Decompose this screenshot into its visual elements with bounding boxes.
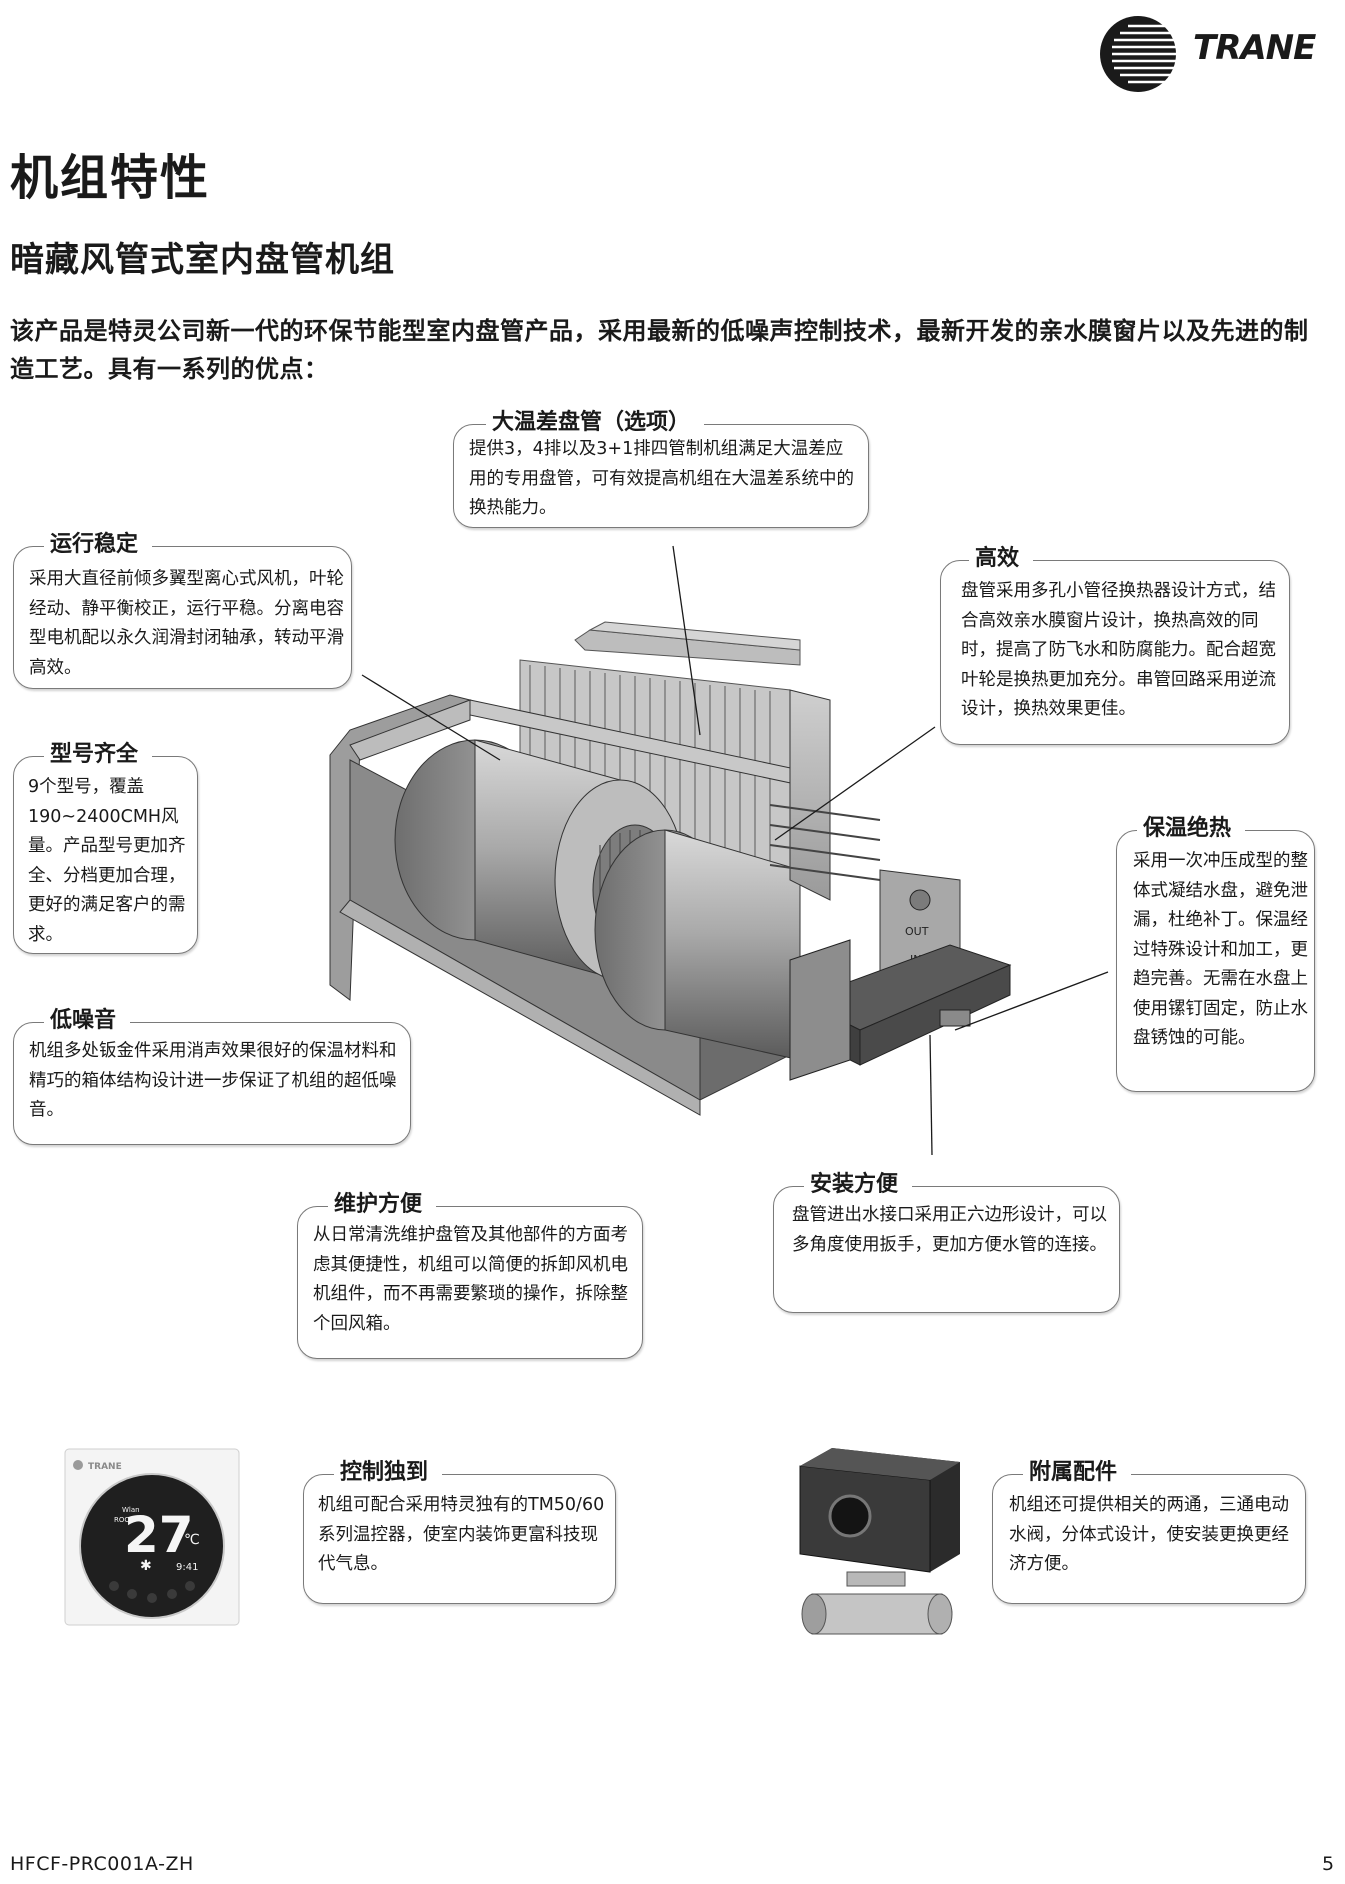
callout-control: 控制独到 机组可配合采用特灵独有的TM50/60系列温控器，使室内装饰更富科技现…	[303, 1459, 616, 1604]
valve-out-label: OUT	[905, 925, 929, 938]
coil-headers	[769, 689, 881, 901]
thermostat-time: 9:41	[176, 1562, 198, 1573]
callout-install: 安装方便 盘管进出水接口采用正六边形设计，可以多角度使用扳手，更加方便水管的连接…	[773, 1171, 1120, 1313]
thermostat-logo-icon	[73, 1460, 83, 1470]
trane-logo: TRANE	[1098, 14, 1333, 94]
motorized-valve-image	[799, 1448, 960, 1635]
callout-accessories-body: 机组还可提供相关的两通，三通电动水阀，分体式设计，使安装更换更经济方便。	[1009, 1495, 1289, 1574]
callout-stable-body: 采用大直径前倾多翼型离心式风机，叶轮经动、静平衡校正，运行平稳。分离电容型电机配…	[29, 569, 344, 678]
thermostat-mode: ROOM	[114, 1516, 136, 1524]
page-subtitle: 暗藏风管式室内盘管机组	[10, 240, 395, 280]
brand-name: TRANE	[1193, 28, 1316, 68]
leader-lines	[361, 545, 1109, 1156]
thermostat-unit: ℃	[184, 1532, 200, 1548]
callout-efficient-title: 高效	[969, 545, 1034, 573]
fan-icon: ✱	[140, 1558, 152, 1574]
callout-install-body: 盘管进出水接口采用正六边形设计，可以多角度使用扳手，更加方便水管的连接。	[792, 1205, 1107, 1255]
callout-install-title: 安装方便	[804, 1171, 913, 1199]
callout-maintenance-body: 从日常清洗维护盘管及其他部件的方面考虑其便捷性，机组可以简便的拆卸风机电机组件，…	[313, 1225, 628, 1334]
callout-low-noise-body: 机组多处钣金件采用消声效果很好的保温材料和精巧的箱体结构设计进一步保证了机组的超…	[29, 1041, 397, 1120]
callout-temp-diff-body: 提供3，4排以及3+1排四管制机组满足大温差应用的专用盘管，可有效提高机组在大温…	[469, 439, 854, 518]
thermostat-wifi: Wlan	[122, 1506, 140, 1514]
callout-accessories: 附属配件 机组还可提供相关的两通，三通电动水阀，分体式设计，使安装更换更经济方便…	[992, 1459, 1306, 1604]
trane-logo-icon	[1100, 16, 1178, 92]
callout-low-noise-title: 低噪音	[44, 1007, 131, 1035]
callout-temp-diff-title: 大温差盘管（选项）	[486, 409, 705, 437]
page-title: 机组特性	[10, 150, 211, 206]
callout-models-title: 型号齐全	[44, 741, 153, 769]
blower-wheels	[394, 739, 801, 1061]
thermostat-image: TRANE 27 ℃ ROOM Wlan 9:41 ✱	[64, 1448, 240, 1626]
document-code: HFCF-PRC001A-ZH	[10, 1853, 194, 1875]
thermostat-brand: TRANE	[88, 1462, 122, 1472]
page-number: 5	[1322, 1853, 1335, 1875]
thermostat-temp: 27	[124, 1506, 194, 1564]
callout-efficient-body: 盘管采用多孔小管径换热器设计方式，结合高效亲水膜窗片设计，换热高效的同时，提高了…	[961, 581, 1276, 719]
callout-accessories-title: 附属配件	[1023, 1459, 1132, 1487]
callout-low-noise: 低噪音 机组多处钣金件采用消声效果很好的保温材料和精巧的箱体结构设计进一步保证了…	[13, 1007, 411, 1145]
valve-knob-icon	[828, 1494, 872, 1538]
callout-temp-diff: 大温差盘管（选项） 提供3，4排以及3+1排四管制机组满足大温差应用的专用盘管，…	[453, 409, 869, 528]
control-box	[789, 939, 851, 1081]
callout-stable-title: 运行稳定	[44, 531, 153, 559]
callout-stable: 运行稳定 采用大直径前倾多翼型离心式风机，叶轮经动、静平衡校正，运行平稳。分离电…	[13, 531, 352, 689]
callout-insulation: 保温绝热 采用一次冲压成型的整体式凝结水盘，避免泄漏，杜绝补丁。保温经过特殊设计…	[1116, 815, 1315, 1092]
callout-efficient: 高效 盘管采用多孔小管径换热器设计方式，结合高效亲水膜窗片设计，换热高效的同时，…	[940, 545, 1290, 745]
callout-models: 型号齐全 9个型号，覆盖190~2400CMH风量。产品型号更加齐全、分档更加合…	[13, 741, 198, 954]
callout-control-title: 控制独到	[334, 1459, 443, 1487]
thermostat-buttons	[109, 1581, 195, 1603]
callout-insulation-title: 保温绝热	[1137, 815, 1246, 843]
callout-models-body: 9个型号，覆盖190~2400CMH风量。产品型号更加齐全、分档更加合理，更好的…	[28, 777, 186, 945]
callout-maintenance-title: 维护方便	[328, 1191, 437, 1219]
intro-paragraph: 该产品是特灵公司新一代的环保节能型室内盘管产品，采用最新的低噪声控制技术，最新开…	[10, 317, 1309, 383]
callout-insulation-body: 采用一次冲压成型的整体式凝结水盘，避免泄漏，杜绝补丁。保温经过特殊设计和加工，更…	[1133, 851, 1308, 1048]
callout-control-body: 机组可配合采用特灵独有的TM50/60系列温控器，使室内装饰更富科技现代气息。	[318, 1495, 605, 1574]
callout-maintenance: 维护方便 从日常清洗维护盘管及其他部件的方面考虑其便捷性，机组可以简便的拆卸风机…	[297, 1191, 643, 1359]
